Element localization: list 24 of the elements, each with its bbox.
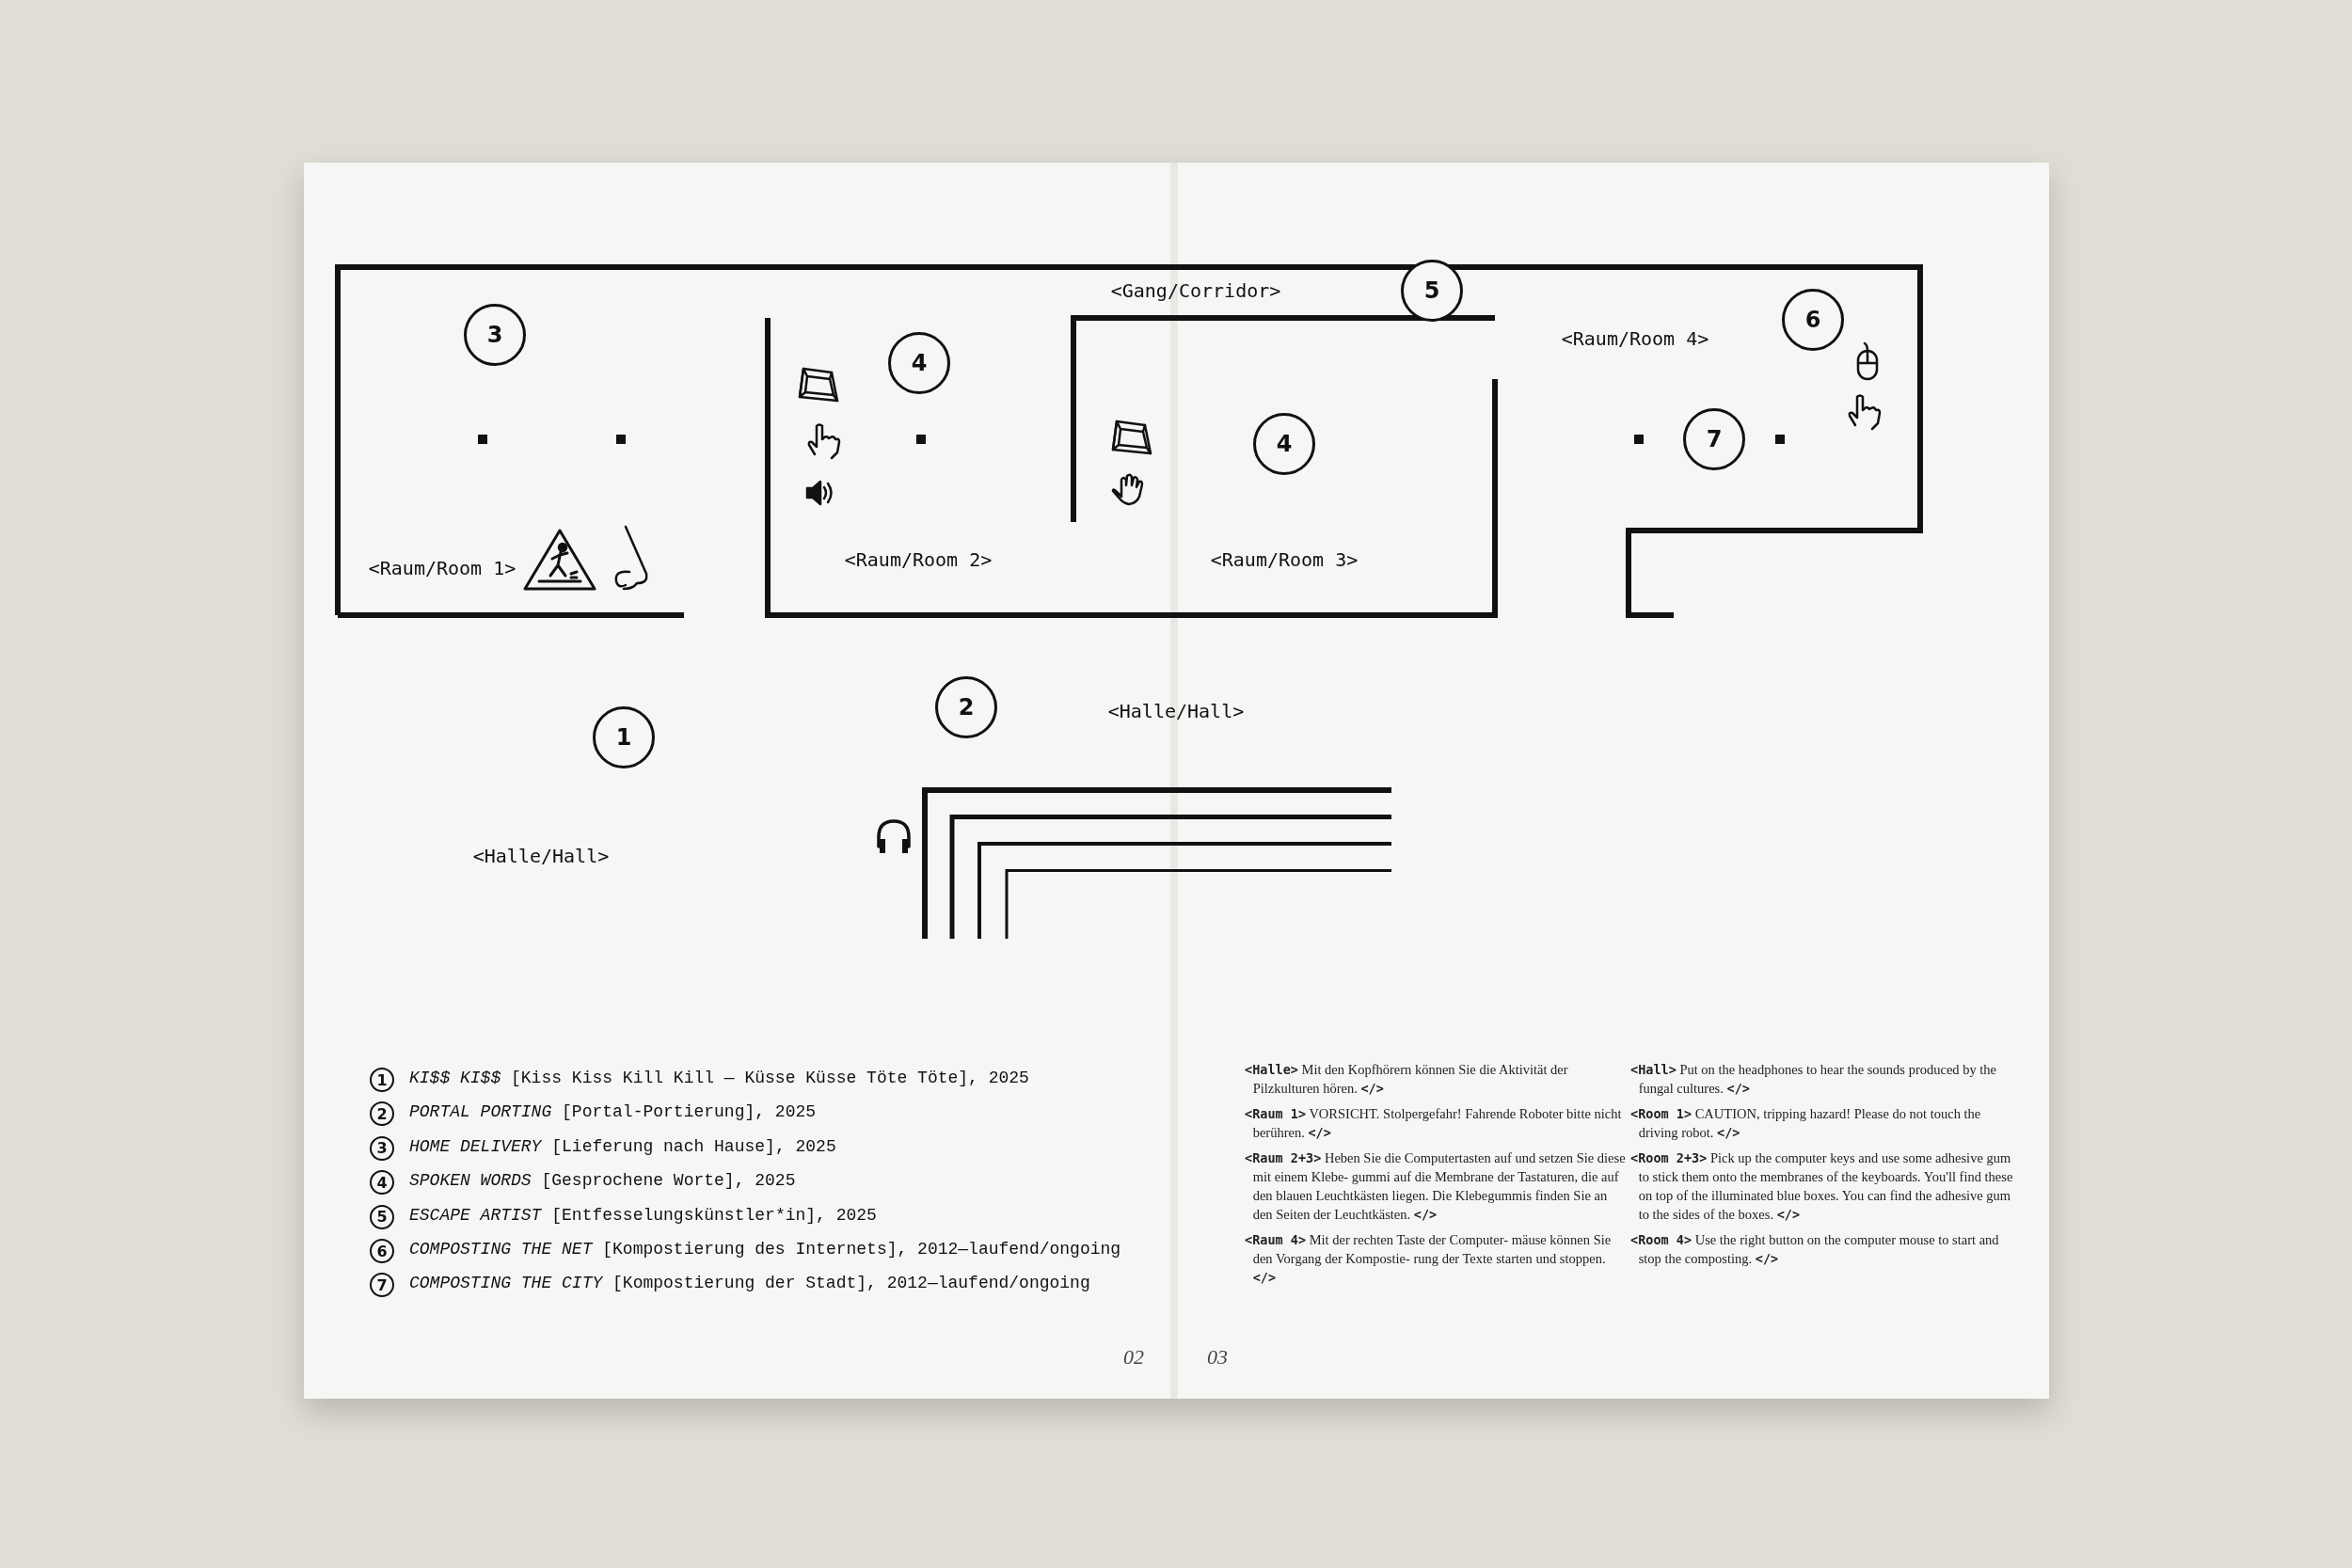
- artwork-title: COMPOSTING THE NET [Kompostierung des Internets], 2012—laufend/ongoing: [409, 1240, 1121, 1259]
- room-label: <Raum/Room 2>: [844, 548, 993, 571]
- artwork-title: PORTAL PORTING [Portal-Portierung], 2025: [409, 1102, 817, 1122]
- room-label: <Raum/Room 3>: [1210, 548, 1359, 571]
- artwork-title: SPOKEN WORDS [Gesprochene Worte], 2025: [409, 1171, 796, 1191]
- instruction-text: <Raum 1> VORSICHT. Stolpergefahr! Fahrende Roboter bitte nicht berühren. </>: [1245, 1105, 1623, 1142]
- instruction-text: <Raum 2+3> Heben Sie die Computertasten auf und setzen Sie diese mit einem Klebe- gummi auf die Membrane der Tastaturen, die auf den blauen Leuchtkästen liegen. Die Klebegummis finden Sie an den Seiten der Leuchtkästen. </>: [1245, 1149, 1627, 1224]
- instruction-text: <Raum 4> Mit der rechten Taste der Computer- mäuse können Sie den Vorgang der Kompostie- rung der Texte starten und stoppen. </>: [1245, 1231, 1613, 1287]
- instruction-text: <Hall> Put on the headphones to hear the sounds produced by the fungal cultures. </>: [1630, 1061, 1998, 1098]
- instruction-text: <Room 2+3> Pick up the computer keys and use some adhesive gum to stick them onto the membranes of the keyboards. You'll find these on top of the illuminated blue boxes. You can find the adhesive gum to the sides of the boxes. </>: [1630, 1149, 2014, 1224]
- instruction-text: <Halle> Mit den Kopfhörern können Sie die Aktivität der Pilzkulturen hören. </>: [1245, 1061, 1569, 1098]
- artwork-title: ESCAPE ARTIST [Entfesselungskünstler*in], 2025: [409, 1205, 877, 1225]
- artwork-title: HOME DELIVERY [Lieferung nach Hause], 2025: [409, 1136, 836, 1156]
- room-label: <Raum/Room 1>: [368, 557, 516, 579]
- room-label: <Raum/Room 4>: [1561, 327, 1709, 350]
- instruction-text: <Room 1> CAUTION, tripping hazard! Please do not touch the driving robot. </>: [1630, 1105, 1982, 1142]
- room-label: <Halle/Hall>: [472, 845, 610, 867]
- room-label: <Halle/Hall>: [1107, 700, 1245, 722]
- room-label: <Gang/Corridor>: [1110, 279, 1281, 302]
- page-number: 03: [1207, 1345, 1228, 1370]
- artwork-title: COMPOSTING THE CITY [Kompostierung der Stadt], 2012—laufend/ongoing: [409, 1274, 1090, 1293]
- instruction-text: <Room 4> Use the right button on the computer mouse to start and stop the composting. </>: [1630, 1231, 2000, 1268]
- artwork-title: KI$$ KI$$ [Kiss Kiss Kill Kill — Küsse Küsse Töte Töte], 2025: [409, 1069, 1029, 1087]
- page-number: 02: [1123, 1345, 1144, 1370]
